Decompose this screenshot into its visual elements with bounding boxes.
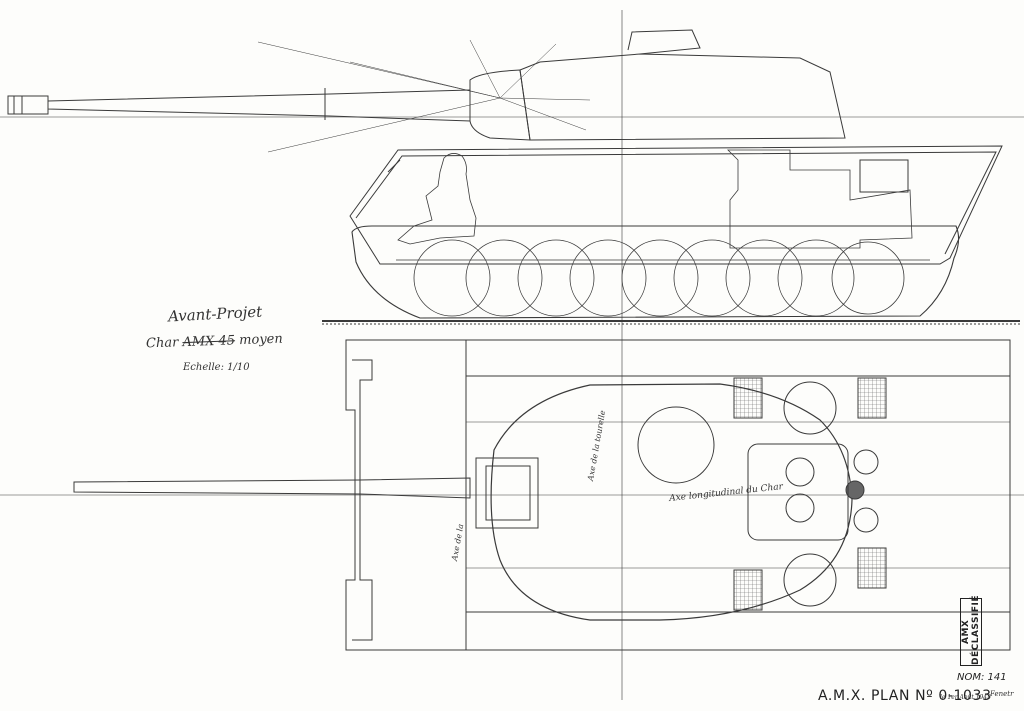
chassis-prefix: Char [145,335,183,352]
scale-note: Echelle: 1/10 [183,362,250,373]
plan-number: A.M.X. PLAN Nº 0-1033 [818,688,992,704]
signature: Fenetr [990,690,1014,698]
side-elevation [7,29,1020,325]
chassis-struck: AMX 45 [182,333,236,351]
chassis-suffix: moyen [234,331,283,349]
nomenclature-number: NOM: 141 [957,672,1007,683]
declassified-stamp: AMX DÉCLASSIFIÉ [960,595,982,666]
top-plan-view [73,339,1011,651]
drawing-date: le 1er Août 1945 [940,694,991,701]
